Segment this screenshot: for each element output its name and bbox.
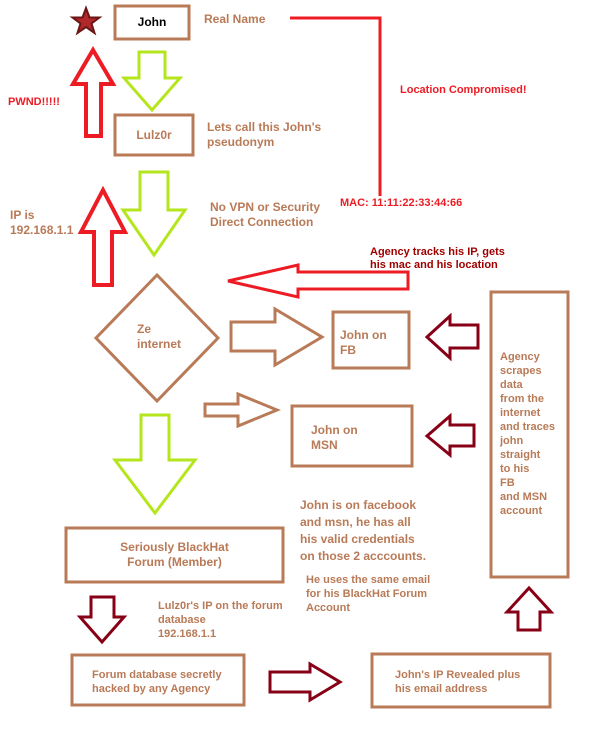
label-real-name: Real Name (204, 12, 266, 26)
arrow-agency-tracks (227, 263, 410, 299)
node-agency-scrapes: Agency scrapes data from the internet an… (500, 351, 556, 517)
label-mac: MAC: 11:11:22:33:44:66 (340, 197, 463, 209)
label-ip-is: IP is 192.168.1.1 (10, 208, 74, 237)
arrow-ip-up (77, 185, 129, 287)
node-forum-db: Forum database secretly hacked by any Ag… (92, 669, 222, 695)
label-pseudonym: Lets call this John's pseudonym (207, 120, 322, 149)
john-box (113, 4, 191, 41)
label-john-accounts: John is on facebook and msn, he has all … (300, 498, 427, 563)
label-no-vpn: No VPN or Security Direct Connection (210, 200, 321, 229)
label-agency-tracks: Agency tracks his IP, gets his mac and h… (370, 246, 505, 271)
arrow-agency-to-msn (424, 412, 476, 459)
node-john-fb: John on FB (340, 328, 387, 357)
label-forum-ip: Lulz0r's IP on the forum database 192.16… (158, 600, 283, 640)
agency-scrapes-box (489, 290, 570, 579)
arrow-internet-to-forum (111, 413, 199, 516)
label-location-compromised: Location Compromised! (400, 84, 527, 96)
arrow-forum-to-db (76, 595, 128, 645)
arrow-internet-to-fb (229, 306, 325, 368)
arrow-john-to-lulz0r (120, 50, 184, 113)
location-line (290, 16, 382, 196)
label-same-email: He uses the same email for his BlackHat … (306, 574, 431, 614)
node-forum: Seriously BlackHat Forum (Member) (120, 540, 229, 569)
node-ip-revealed: John's IP Revealed plus his email addres… (395, 669, 521, 695)
forum-box (64, 526, 285, 584)
star-icon (69, 5, 103, 36)
arrow-internet-to-msn (203, 391, 281, 429)
label-pwnd: PWND!!!!! (8, 96, 60, 108)
node-lulz0r: Lulz0r (136, 128, 172, 142)
arrow-pwnd-up (69, 46, 117, 138)
john-msn-box (290, 404, 414, 468)
ip-revealed-box (370, 652, 552, 709)
node-internet: Ze internet (137, 322, 182, 351)
forum-db-box (70, 653, 246, 707)
arrow-db-to-ip (268, 661, 343, 703)
john-fb-box (331, 310, 411, 370)
node-john: John (137, 15, 167, 29)
node-john-msn: John on MSN (311, 423, 358, 452)
internet-diamond (93, 272, 221, 404)
arrow-agency-to-fb (424, 312, 480, 362)
arrow-lulz0r-to-internet (120, 170, 188, 258)
arrow-ip-to-agency (503, 585, 555, 632)
lulz0r-box (113, 113, 195, 157)
